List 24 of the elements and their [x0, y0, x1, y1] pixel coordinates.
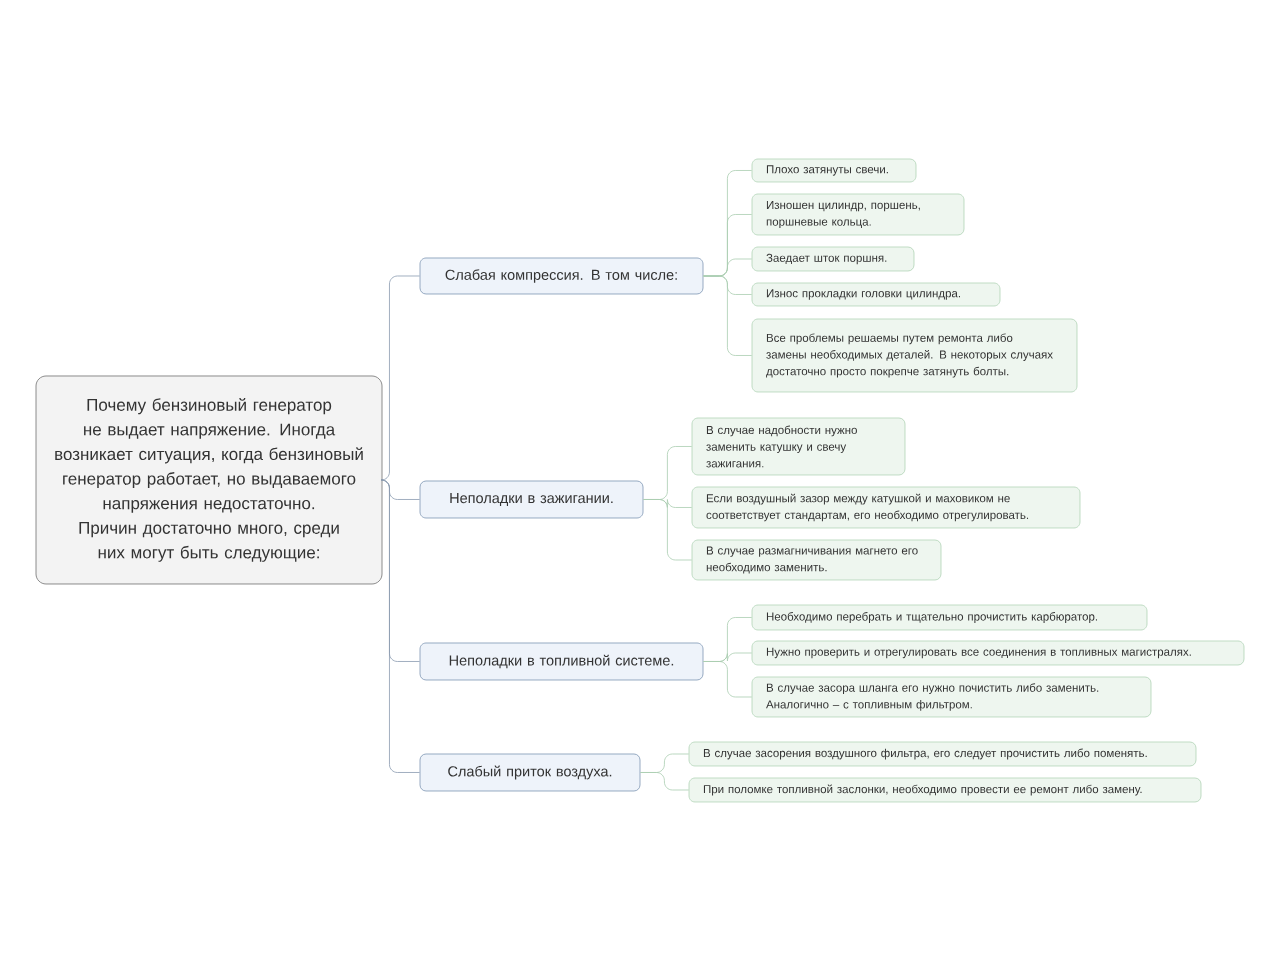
subtopic-box: В случае засора шланга его нужно почистить либо заменить. Аналогично – с топливным фильтром. — [751, 676, 1152, 718]
subtopic-box: Заедает шток поршня. — [751, 246, 915, 272]
connector-line — [643, 499, 693, 561]
subtopic-box: Если воздушный зазор между катушкой и маховиком не соответствует стандартам, его необходимо отрегулировать. — [691, 486, 1081, 529]
subtopic-box: В случае размагничивания магнето его необходимо заменить. — [691, 539, 942, 581]
subtopic-box: В случае засорения воздушного фильтра, его следует прочистить либо поменять. — [688, 741, 1197, 767]
topic-box: Слабая компрессия. В том числе: — [419, 257, 704, 295]
topic-box: Неполадки в топливной системе. — [419, 642, 704, 681]
subtopic-box: Необходимо перебрать и тщательно прочистить карбюратор. — [751, 604, 1148, 631]
subtopic-box: Все проблемы решаемы путем ремонта либо замены необходимых деталей. В некоторых случаях достаточно просто покрепче затянуть болты. — [751, 318, 1078, 393]
connector-line — [640, 772, 690, 791]
subtopic-box: При поломке топливной заслонки, необходимо провести ее ремонт либо замену. — [688, 777, 1202, 803]
subtopic-box: Плохо затянуты свечи. — [751, 158, 917, 183]
central-topic-box: Почему бензиновый генератор не выдает напряжение. Иногда возникает ситуация, когда бензиновый генератор работает, но выдаваемого напряжения недостаточно. Причин достаточно много, среди них могут быть следующие: — [35, 375, 383, 585]
subtopic-box: В случае надобности нужно заменить катушку и свечу зажигания. — [691, 417, 906, 476]
topic-box: Слабый приток воздуха. — [419, 753, 641, 792]
connector-line — [381, 479, 420, 773]
topic-box: Неполадки в зажигании. — [419, 480, 644, 519]
connector-line — [703, 661, 753, 698]
subtopic-box: Изношен цилиндр, поршень, поршневые кольца. — [751, 193, 965, 236]
subtopic-box: Нужно проверить и отрегулировать все соединения в топливных магистралях. — [751, 640, 1245, 666]
connector-line — [703, 275, 753, 356]
connector-line — [381, 275, 420, 481]
subtopic-box: Износ прокладки головки цилиндра. — [751, 282, 1001, 307]
